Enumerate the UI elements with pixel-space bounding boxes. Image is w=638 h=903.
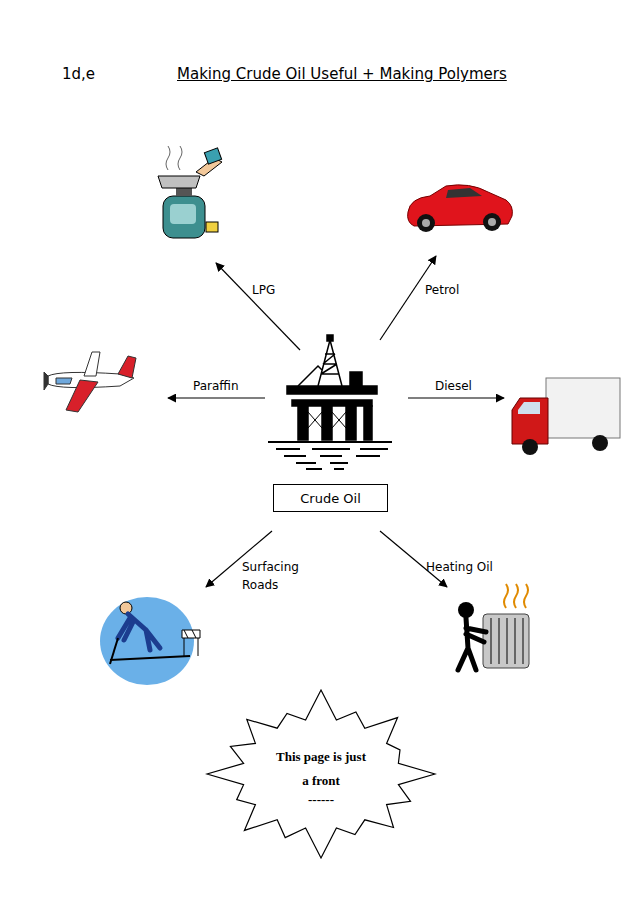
label-box: Crude Oil [273,484,388,512]
canister-label [170,204,196,224]
barrier [182,630,200,656]
arrow-line [380,256,436,340]
radiator [483,614,529,668]
oil-rig [268,335,392,469]
tail-fin [118,356,136,378]
water-lines [268,442,392,469]
leg [364,406,372,440]
propeller [44,372,48,390]
arrow-line [408,397,504,398]
road-line [110,656,190,660]
wheel [417,214,435,232]
steam [166,146,182,170]
shovel [110,638,118,664]
lorry-box [546,378,620,438]
wheel [483,213,501,231]
bracing [308,412,346,428]
building [350,372,362,386]
leg [346,406,356,440]
arrow-label: Paraffin [193,377,239,395]
box-text: Crude Oil [300,491,361,506]
arrow-label: Surfacing Roads [242,558,314,594]
arrow-label: LPG [252,281,275,299]
deck [287,386,377,394]
crane [298,366,322,386]
derrick-top [327,335,333,341]
plane-picture [44,352,136,412]
leg [298,406,308,440]
arrow-line [216,263,300,350]
hub [488,218,496,226]
radiator-picture [458,584,529,670]
gas-canister [163,196,205,238]
heat-waves [504,584,528,608]
wing [84,352,100,376]
pot [158,176,200,188]
note-text-group: This page is just a front------ [205,745,437,809]
radiator-ribs [491,618,523,664]
starburst-shape [207,690,435,858]
wheel [522,439,538,455]
car-window [446,188,482,198]
note-text: This page is just a front [275,745,367,793]
cab-window [518,402,540,414]
lorry-picture [512,378,620,455]
section-code: 1d,e [62,65,95,83]
arrow-label: Diesel [435,377,472,395]
lorry-cab [512,398,548,444]
arrows [168,256,504,587]
arrow-line [380,531,447,587]
small-box [206,222,218,232]
match-box [204,148,221,164]
gas-stove-picture [158,146,222,238]
wing [66,380,98,412]
worker-body [118,614,160,650]
deck [292,400,372,406]
page-title: Making Crude Oil Useful + Making Polymer… [177,65,507,83]
cockpit [56,378,72,384]
hub [422,219,430,227]
person-body [458,618,486,670]
wheel [592,435,608,451]
background-circle [100,597,194,685]
note-dashes: ------ [308,791,334,809]
leg [322,406,332,440]
car-picture [408,185,513,232]
arrow-label: Heating Oil [426,558,493,576]
arrow-label: Petrol [425,281,459,299]
arrow-line [168,397,265,398]
derrick [318,340,342,386]
starburst-note: This page is just a front------ [205,688,437,860]
worker-head [120,602,132,614]
road-worker-picture [100,597,200,685]
